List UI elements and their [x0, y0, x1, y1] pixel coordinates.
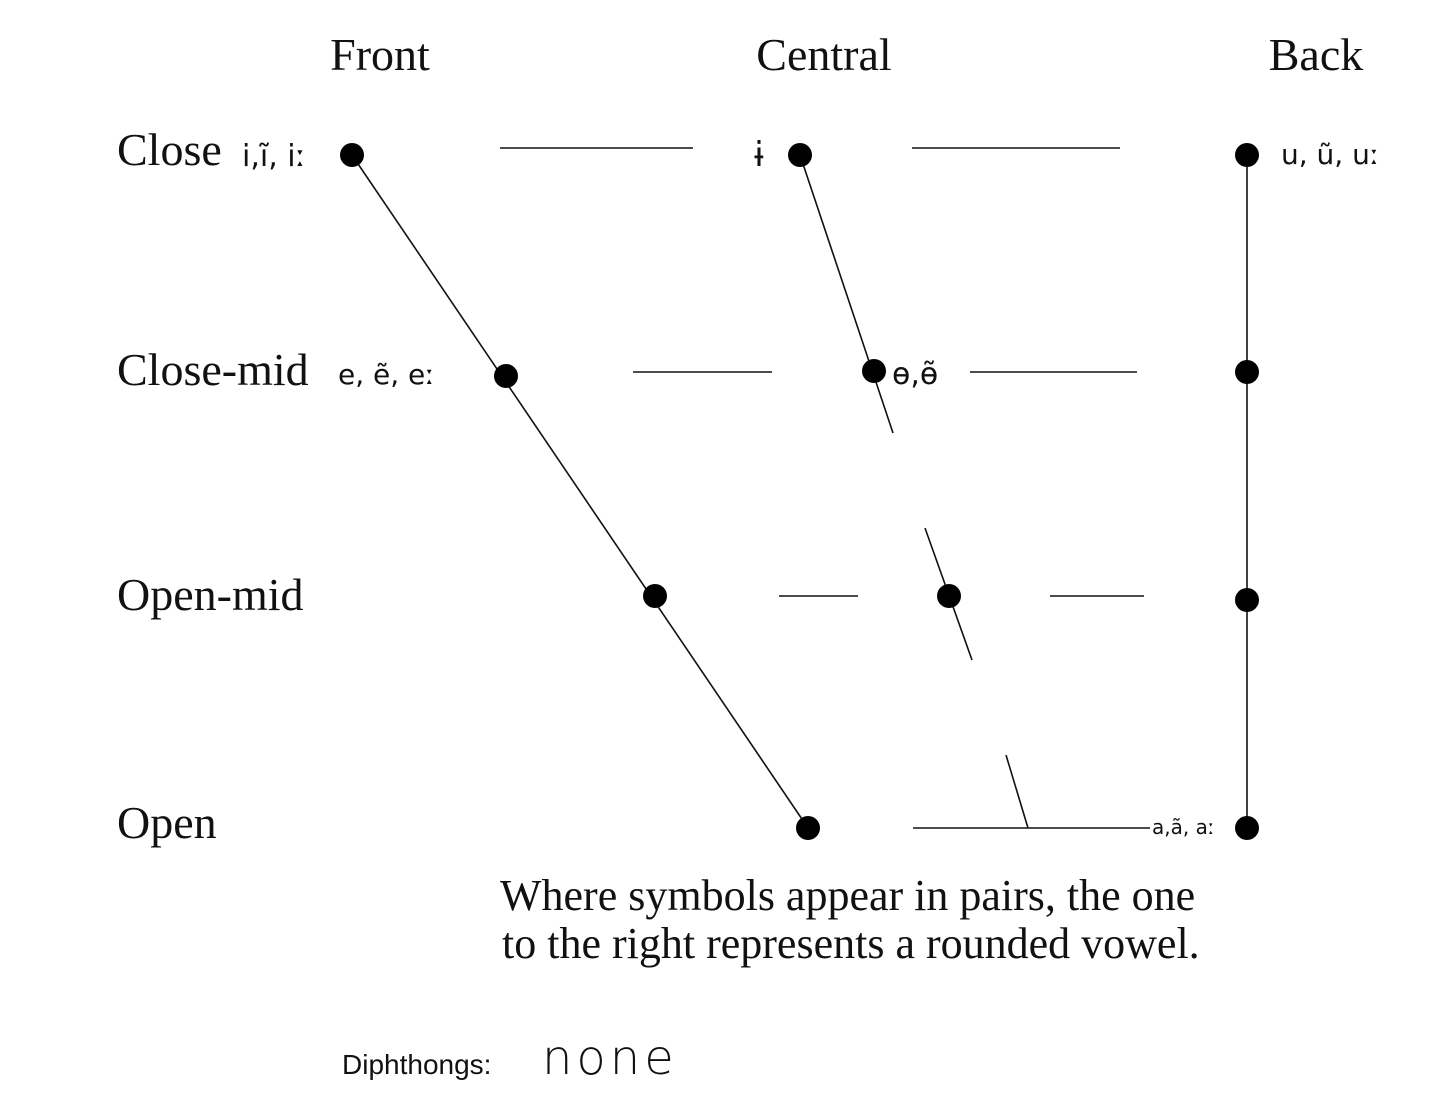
front-diagonal-line: [351, 154, 809, 829]
dot-open-back: [1235, 816, 1259, 840]
vowel-label-close-mid-central: ɵ,ɵ̃: [892, 357, 938, 392]
dot-open-mid-back: [1235, 588, 1259, 612]
note-line-2: to the right represents a rounded vowel.: [502, 919, 1200, 968]
diphthongs-label: Diphthongs:: [342, 1049, 491, 1080]
vowel-label-open-back: a,ã, aː: [1152, 815, 1215, 839]
vowel-label-close-mid-front: e, ẽ, eː: [338, 358, 435, 391]
dot-close-mid-back: [1235, 360, 1259, 384]
chart-frame-lines: [351, 147, 1248, 829]
vowel-dots: [340, 143, 1259, 840]
column-heading-front: Front: [330, 29, 430, 80]
vowel-label-close-front: i,ĩ, iː: [242, 139, 306, 174]
row-heading-close: Close: [117, 124, 222, 175]
row-heading-open-mid: Open-mid: [117, 569, 304, 620]
vowel-label-close-back: u, ũ, uː: [1281, 138, 1379, 171]
column-heading-back: Back: [1269, 29, 1364, 80]
row-heading-open: Open: [117, 797, 217, 848]
dot-close-back: [1235, 143, 1259, 167]
dot-close-mid-central: [862, 359, 886, 383]
diphthongs-value: none: [542, 1030, 678, 1086]
dot-open-mid-central: [937, 584, 961, 608]
dot-close-central: [788, 143, 812, 167]
dot-open-front: [796, 816, 820, 840]
central-diagonal-segment-3: [1005, 754, 1029, 829]
dot-open-mid-front: [643, 584, 667, 608]
central-diagonal-segment-1: [799, 154, 894, 434]
dot-close-front: [340, 143, 364, 167]
dot-close-mid-front: [494, 364, 518, 388]
row-heading-close-mid: Close-mid: [117, 344, 309, 395]
vowel-label-close-central: ɨ: [754, 135, 763, 175]
note-line-1: Where symbols appear in pairs, the one: [500, 871, 1195, 920]
column-heading-central: Central: [756, 29, 891, 80]
